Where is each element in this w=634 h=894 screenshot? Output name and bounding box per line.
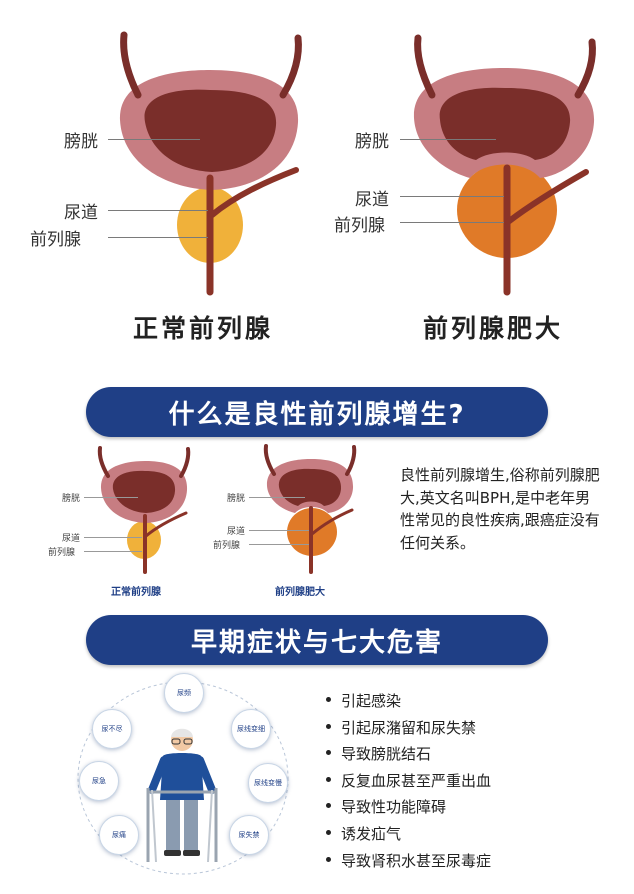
normal-urethra-leader	[108, 210, 208, 211]
small-normal-urethra-label: 尿道	[62, 534, 81, 544]
small-enlarged-bladder-leader	[249, 497, 305, 498]
enlarged-bladder-inner	[439, 87, 571, 160]
small-enlarged-prostate-leader	[249, 544, 309, 545]
small-normal-urethra-leader	[84, 537, 142, 538]
harm-item: 导致膀胱结石	[326, 741, 491, 768]
harm-item: 反复血尿甚至严重出血	[326, 768, 491, 795]
bullet-icon	[326, 856, 331, 862]
normal-prostate-leader	[108, 237, 208, 238]
small-enlarged-prostate-label: 前列腺	[213, 541, 241, 551]
bullet-icon	[326, 776, 331, 782]
bullet-icon	[326, 697, 331, 702]
bullet-icon	[326, 829, 331, 835]
normal-ureter-right	[279, 34, 302, 99]
small-normal-caption: 正常前列腺	[111, 587, 161, 598]
normal-bladder-leader	[108, 139, 200, 140]
symptom-bubble: 尿线变细	[231, 709, 271, 749]
bullet-icon	[326, 803, 331, 809]
section1-banner: 什么是良性前列腺增生?	[86, 387, 548, 437]
small-enlarged-caption: 前列腺肥大	[275, 587, 325, 598]
enlarged-prostate-caption: 前列腺肥大	[423, 314, 564, 343]
small-enlarged-urethra-label: 尿道	[227, 527, 246, 537]
bph-description: 良性前列腺增生,俗称前列腺肥大,英文名叫BPH,是中老年男性常见的良性疾病,跟癌…	[400, 466, 600, 552]
normal-ureter-left	[120, 31, 142, 99]
harm-item: 导致性功能障碍	[326, 794, 491, 821]
harms-list: 引起感染 引起尿潴留和尿失禁 导致膀胱结石 反复血尿甚至严重出血 导致性功能障碍…	[326, 688, 491, 874]
harm-item: 导致肾积水甚至尿毒症	[326, 848, 491, 875]
bullet-icon	[326, 723, 331, 729]
normal-bladder-label: 膀胱	[64, 132, 98, 152]
small-enlarged-bladder-label: 膀胱	[227, 494, 246, 504]
symptom-bubble: 尿急	[79, 761, 119, 801]
normal-prostate-label: 前列腺	[30, 230, 81, 250]
section2-banner: 早期症状与七大危害	[86, 615, 548, 665]
enlarged-prostate-leader	[400, 222, 504, 223]
enlarged-urethra-label: 尿道	[355, 190, 389, 210]
harm-item: 引起尿潴留和尿失禁	[326, 715, 491, 742]
enlarged-ureter-right	[574, 38, 596, 99]
enlarged-bladder-label: 膀胱	[355, 132, 389, 152]
harm-item: 引起感染	[326, 688, 491, 715]
symptom-bubble: 尿失禁	[229, 815, 269, 855]
normal-vas-deferens	[209, 167, 299, 218]
bullet-icon	[326, 750, 331, 756]
enlarged-urethra-leader	[400, 196, 504, 197]
enlarged-ureter-left	[414, 34, 436, 99]
enlarged-bladder-leader	[400, 139, 496, 140]
small-normal-prostate-label: 前列腺	[48, 548, 76, 558]
small-normal-bladder-leader	[84, 497, 138, 498]
symptom-bubble: 尿痛	[99, 815, 139, 855]
small-enlarged-urethra-leader	[249, 530, 309, 531]
symptom-bubble: 尿线变慢	[248, 763, 288, 803]
enlarged-vas-deferens	[505, 169, 589, 225]
normal-prostate-caption: 正常前列腺	[133, 314, 274, 343]
symptom-bubble: 尿不尽	[92, 709, 132, 749]
small-normal-prostate-leader	[84, 551, 142, 552]
normal-urethra-label: 尿道	[64, 203, 98, 223]
symptom-bubble: 尿频	[164, 673, 204, 713]
enlarged-prostate-label: 前列腺	[334, 216, 385, 236]
normal-bladder-inner	[144, 89, 277, 172]
harm-item: 诱发疝气	[326, 821, 491, 848]
small-normal-bladder-label: 膀胱	[62, 494, 81, 504]
